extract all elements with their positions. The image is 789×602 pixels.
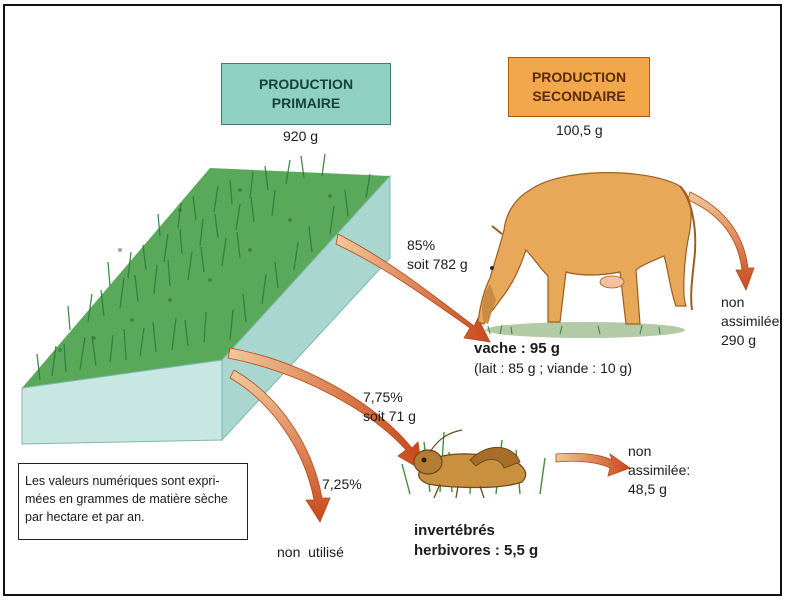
units-note-line1: Les valeurs numériques sont expri- <box>25 472 241 490</box>
unused-flow-percent: 7,25% <box>322 475 362 493</box>
primary-production-value: 920 g <box>283 127 318 145</box>
cow-loss-line3: 290 g <box>721 331 756 349</box>
insect-loss-line3: 48,5 g <box>628 480 667 498</box>
cow-detail: (lait : 85 g ; viande : 10 g) <box>474 359 632 377</box>
insect-title-line2: herbivores : 5,5 g <box>414 542 538 560</box>
primary-production-box: PRODUCTION PRIMAIRE <box>221 63 391 125</box>
cow-illustration <box>478 173 695 338</box>
unused-flow-label: non utilisé <box>277 543 344 561</box>
cow-loss-line1: non <box>721 293 744 311</box>
units-note-line2: mées en grammes de matière sèche <box>25 490 241 508</box>
secondary-production-box: PRODUCTION SECONDAIRE <box>508 57 650 117</box>
grasshopper-illustration <box>402 430 545 498</box>
cow-title: vache : 95 g <box>474 340 560 358</box>
insect-loss-line2: assimilée: <box>628 461 690 479</box>
insect-loss-line1: non <box>628 442 651 460</box>
primary-production-line1: PRODUCTION <box>259 75 353 94</box>
cow-flow-amount: soit 782 g <box>407 255 468 273</box>
primary-production-line2: PRIMAIRE <box>272 94 340 113</box>
secondary-production-value: 100,5 g <box>556 121 603 139</box>
grass-field <box>22 154 390 444</box>
arrow-insect-loss <box>556 453 630 476</box>
cow-loss-line2: assimilée <box>721 312 779 330</box>
insect-flow-amount: soit 71 g <box>363 407 416 425</box>
insect-title-line1: invertébrés <box>414 522 495 540</box>
cow-flow-percent: 85% <box>407 236 435 254</box>
insect-flow-percent: 7,75% <box>363 388 403 406</box>
secondary-production-line1: PRODUCTION <box>532 68 626 87</box>
units-note-box: Les valeurs numériques sont expri- mées … <box>18 463 248 540</box>
units-note-line3: par hectare et par an. <box>25 508 241 526</box>
secondary-production-line2: SECONDAIRE <box>532 87 625 106</box>
arrow-cow-loss <box>688 192 754 290</box>
